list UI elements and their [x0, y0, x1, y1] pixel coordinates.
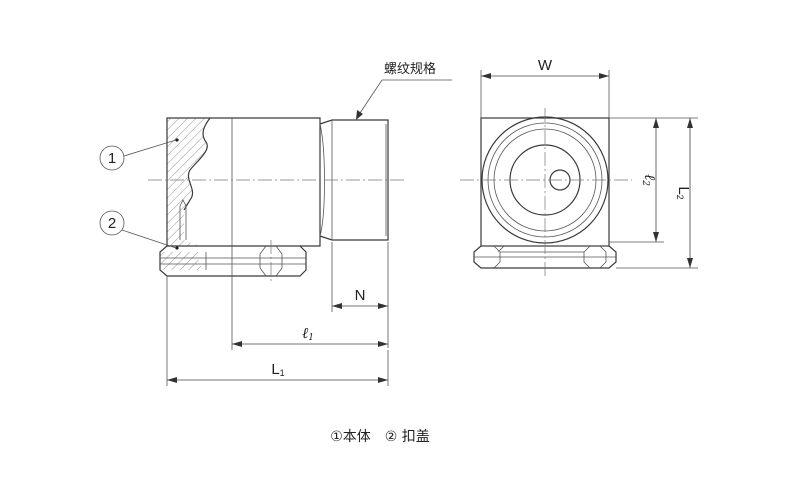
body-section-hatch	[167, 118, 210, 246]
thread-spec-callout: 螺纹规格	[356, 61, 452, 120]
thread-spec-label: 螺纹规格	[384, 61, 436, 77]
part-1-callout: 1	[99, 138, 179, 171]
dim-l2-label: ℓ2	[640, 174, 659, 186]
cap-section-hatch	[160, 252, 206, 270]
part-2-callout: 2	[99, 210, 179, 250]
dim-L2: L2	[616, 117, 698, 269]
dim-L1: L1	[166, 276, 389, 386]
front-view	[460, 108, 632, 278]
dim-l2: ℓ2	[609, 117, 664, 243]
part-2-number: 2	[108, 215, 116, 232]
part-1-number: 1	[108, 150, 116, 167]
dim-L2-label: L2	[675, 186, 692, 199]
dim-W-label: W	[538, 57, 553, 74]
pin-detail	[179, 199, 187, 240]
section-break-line	[183, 117, 211, 211]
thread-stub	[319, 119, 389, 241]
dim-l1: ℓ1	[231, 246, 388, 350]
dim-N-label: N	[355, 287, 366, 304]
dim-l1-label: ℓ1	[302, 324, 314, 343]
hex-cap	[159, 245, 307, 277]
dim-N: N	[331, 242, 389, 348]
dim-L1-label: L1	[271, 361, 284, 378]
parts-caption: ①本体 ② 扣盖	[330, 429, 430, 445]
dim-W: W	[480, 57, 610, 118]
body-outline	[166, 117, 321, 247]
side-view	[148, 117, 404, 284]
